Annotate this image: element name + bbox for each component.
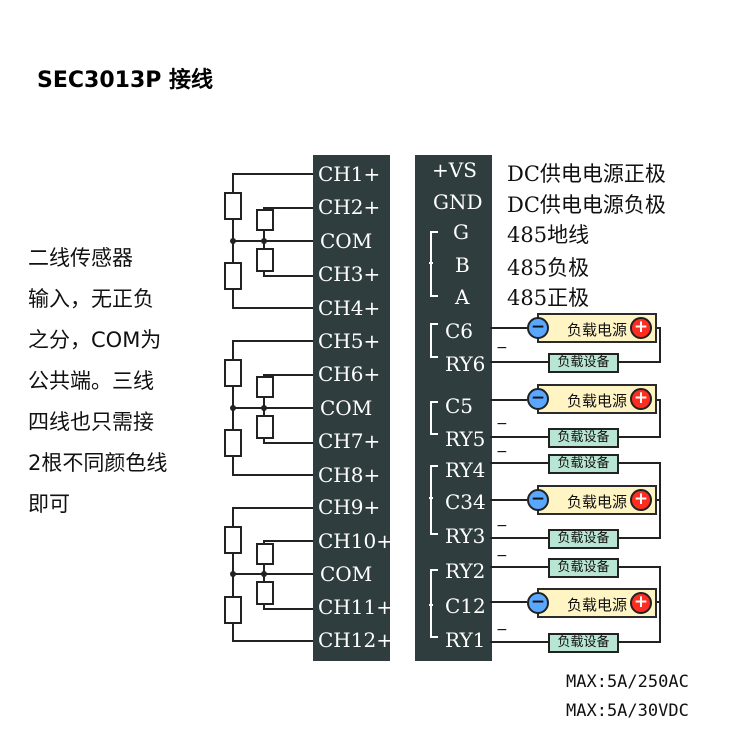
plus-terminal-icon: + xyxy=(630,317,652,339)
minus-mark-6: − xyxy=(496,622,508,638)
minus-mark-4: − xyxy=(496,518,508,534)
minus-mark-5: − xyxy=(496,548,508,564)
terminal-com-3: COM xyxy=(320,562,373,586)
load-power-label: 负载电源 xyxy=(566,493,627,511)
minus-terminal-icon: − xyxy=(527,317,549,339)
terminal-vs: +VS xyxy=(432,158,477,182)
terminal-ch9: CH9+ xyxy=(318,495,381,519)
input-terminal-block: CH1+ CH2+ COM CH3+ CH4+ CH5+ CH6+ COM CH… xyxy=(313,155,393,661)
terminal-ch11: CH11+ xyxy=(318,595,393,619)
function-gnd: DC供电电源负极 xyxy=(507,193,666,217)
output-terminal-block: +VS GND G B A C6 RY6 C5 RY5 RY4 C34 RY3 … xyxy=(415,155,492,661)
terminal-ch1: CH1+ xyxy=(318,162,381,186)
terminal-g: G xyxy=(453,220,469,244)
terminal-ry4: RY4 xyxy=(445,458,486,482)
terminal-ry3: RY3 xyxy=(445,524,486,548)
minus-mark-1: − xyxy=(496,340,508,356)
terminal-ch6: CH6+ xyxy=(318,362,381,386)
terminal-ch2: CH2+ xyxy=(318,195,381,219)
terminal-c12: C12 xyxy=(445,594,486,618)
minus-mark-3: − xyxy=(496,444,508,460)
load-device-4: 负载设备 xyxy=(548,529,619,549)
load-power-label: 负载电源 xyxy=(566,392,627,410)
rating-dc: MAX:5A/30VDC xyxy=(566,701,689,721)
terminal-com-1: COM xyxy=(320,229,373,253)
minus-terminal-icon: − xyxy=(527,592,549,614)
function-485-positive: 485正极 xyxy=(507,286,590,310)
load-power-label: 负载电源 xyxy=(566,321,627,339)
function-vs: DC供电电源正极 xyxy=(507,162,666,186)
function-485-negative: 485负极 xyxy=(507,256,590,280)
load-device-1: 负载设备 xyxy=(548,353,619,373)
load-device-3: 负载设备 xyxy=(548,454,619,474)
rating-ac: MAX:5A/250AC xyxy=(566,672,689,692)
terminal-a: A xyxy=(455,285,470,309)
terminal-c34: C34 xyxy=(445,490,486,514)
minus-terminal-icon: − xyxy=(527,489,549,511)
page-title: SEC3013P 接线 xyxy=(37,68,214,93)
terminal-ry6: RY6 xyxy=(445,352,486,376)
minus-terminal-icon: − xyxy=(527,388,549,410)
terminal-b: B xyxy=(455,253,470,277)
load-power-label: 负载电源 xyxy=(566,596,627,614)
terminal-ch10: CH10+ xyxy=(318,529,393,553)
terminal-ry1: RY1 xyxy=(445,628,486,652)
load-device-5: 负载设备 xyxy=(548,558,619,578)
terminal-ch5: CH5+ xyxy=(318,329,381,353)
terminal-ry2: RY2 xyxy=(445,559,486,583)
terminal-gnd: GND xyxy=(433,190,483,214)
function-485-ground: 485地线 xyxy=(507,223,590,247)
terminal-ch7: CH7+ xyxy=(318,429,381,453)
terminal-ch12: CH12+ xyxy=(318,628,393,652)
terminal-ch8: CH8+ xyxy=(318,463,381,487)
load-device-2: 负载设备 xyxy=(548,428,619,448)
terminal-ch3: CH3+ xyxy=(318,262,381,286)
terminal-com-2: COM xyxy=(320,396,373,420)
plus-terminal-icon: + xyxy=(630,388,652,410)
minus-mark-2: − xyxy=(496,416,508,432)
terminal-ry5: RY5 xyxy=(445,427,486,451)
sensor-description: 二线传感器 输入，无正负 之分，COM为 公共端。三线 四线也只需接 2根不同颜… xyxy=(28,246,168,516)
plus-terminal-icon: + xyxy=(630,592,652,614)
terminal-ch4: CH4+ xyxy=(318,296,381,320)
load-device-6: 负载设备 xyxy=(548,633,619,653)
plus-terminal-icon: + xyxy=(630,489,652,511)
terminal-c6: C6 xyxy=(445,319,474,343)
terminal-c5: C5 xyxy=(445,394,474,418)
